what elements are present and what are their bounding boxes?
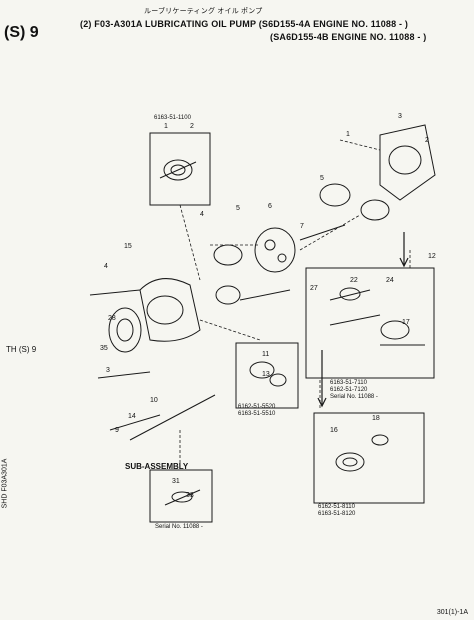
svg-text:6: 6 [268, 203, 272, 210]
gear-icon [335, 434, 389, 472]
inset-box-bottom-left [149, 469, 213, 523]
svg-text:3: 3 [106, 367, 110, 374]
section-marker: (S) 9 [4, 24, 39, 41]
bolt-icon [164, 489, 201, 506]
top-inset-label: 6163-51-1100 [154, 115, 191, 121]
svg-text:1: 1 [164, 123, 168, 130]
svg-text:27: 27 [310, 285, 318, 292]
svg-text:5: 5 [236, 205, 240, 212]
svg-text:7: 7 [300, 223, 304, 230]
svg-text:14: 14 [128, 413, 136, 420]
svg-text:2: 2 [425, 137, 429, 144]
subassembly-label: SUB-ASSEMBLY [125, 462, 189, 471]
bolt-icon [89, 224, 346, 441]
diagram-title-line1: (2) F03-A301A LUBRICATING OIL PUMP (S6D1… [80, 19, 409, 29]
middle-inset-label: 6162-51-5520 6163-51-5510 [238, 404, 276, 417]
callout-numbers: 1 2 4 15 28 35 3 10 14 9 4 5 6 7 5 1 3 2… [100, 113, 436, 499]
diagram-title-line2: (SA6D155-4B ENGINE NO. 11088 - ) [270, 32, 427, 42]
bolt-icon [329, 287, 425, 346]
gear-icon [319, 183, 390, 221]
svg-text:4: 4 [200, 211, 204, 218]
svg-text:33: 33 [186, 492, 194, 499]
cover-plate-icon [254, 227, 296, 273]
inset-box-middle [235, 342, 299, 409]
svg-text:18: 18 [372, 415, 380, 422]
svg-text:2: 2 [190, 123, 194, 130]
japanese-caption: ルーブリケーティング オイル ポンプ [144, 8, 263, 15]
gear-icon [249, 361, 287, 387]
svg-text:13: 13 [262, 371, 270, 378]
bottom-left-inset-label: Serial No. 11088 - [155, 524, 203, 530]
pump-body-icon [379, 124, 436, 201]
direction-arrows [317, 232, 409, 408]
pump-body-icon [108, 278, 201, 353]
svg-text:28: 28 [108, 315, 116, 322]
inset-box-bottom-right [313, 412, 425, 504]
svg-text:24: 24 [386, 277, 394, 284]
gear-icon [213, 244, 243, 305]
svg-text:11: 11 [262, 351, 269, 358]
svg-text:22: 22 [350, 277, 358, 284]
svg-text:12: 12 [428, 253, 436, 260]
svg-text:16: 16 [330, 427, 338, 434]
svg-text:1: 1 [346, 131, 350, 138]
svg-text:3: 3 [398, 113, 402, 120]
svg-text:31: 31 [172, 478, 180, 485]
guide-lines [179, 139, 411, 470]
svg-text:5: 5 [320, 175, 324, 182]
side-label-mid: TH (S) 9 [6, 345, 37, 354]
inset-box-right [305, 267, 435, 379]
svg-text:10: 10 [150, 397, 158, 404]
svg-text:35: 35 [100, 345, 108, 352]
svg-text:9: 9 [115, 427, 119, 434]
right-inset-label: 6163-51-7110 6162-51-7120 Serial No. 110… [330, 380, 378, 400]
svg-text:17: 17 [402, 319, 410, 326]
gear-icon [159, 159, 197, 181]
svg-text:15: 15 [124, 243, 132, 250]
svg-text:4: 4 [104, 263, 108, 270]
page-code: 301(1)-1A [436, 609, 468, 616]
bottom-right-inset-label: 6162-51-8110 6163-51-8120 [318, 504, 356, 517]
